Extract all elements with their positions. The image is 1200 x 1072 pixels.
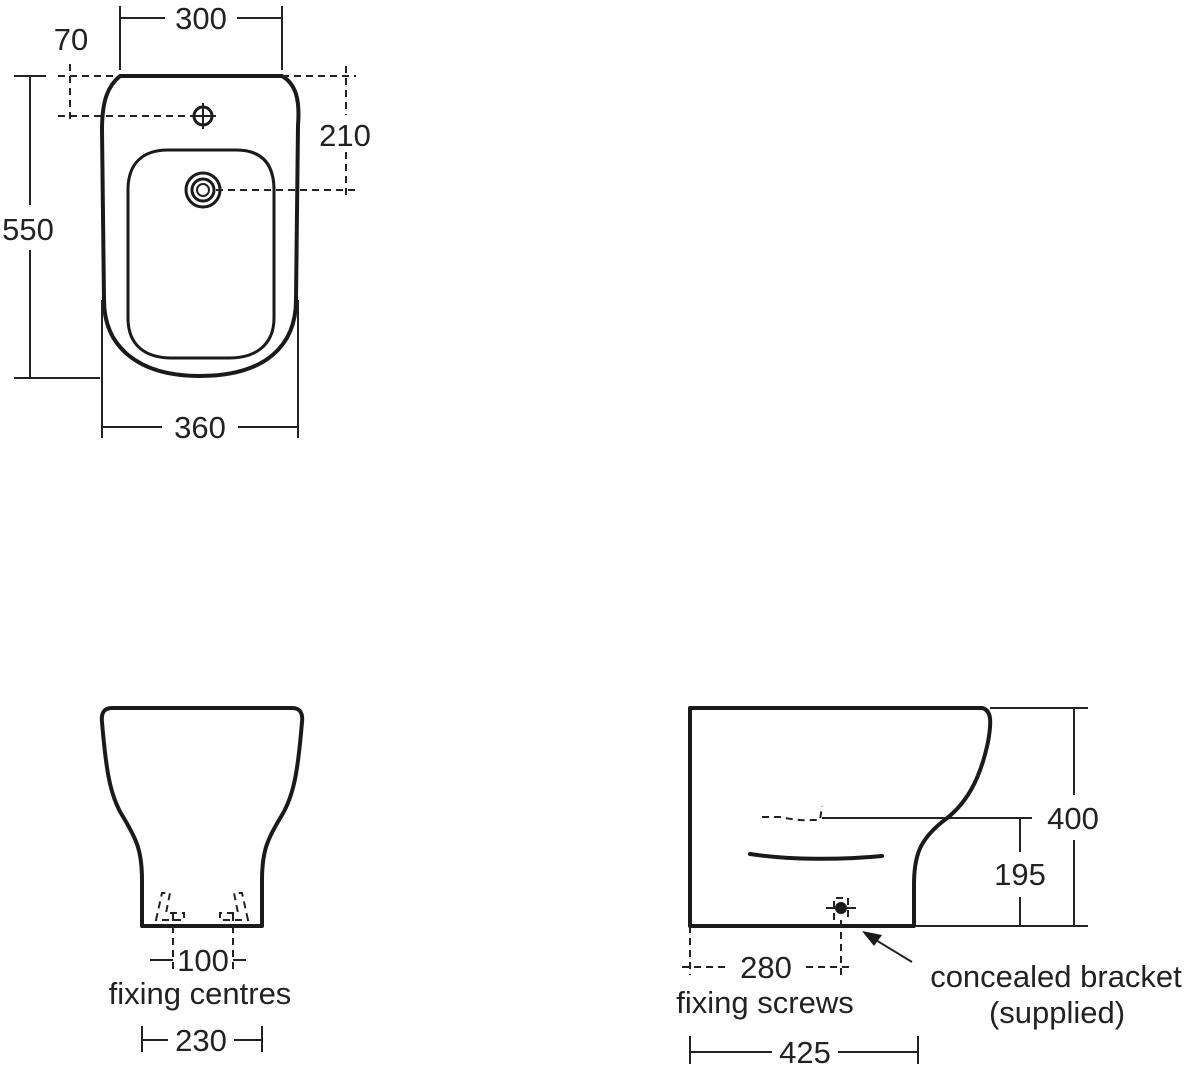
bidet-side-outline (688, 706, 993, 928)
dim-360-label: 360 (174, 410, 226, 445)
dim-70-label: 70 (54, 22, 88, 57)
bidet-front-outline (99, 706, 305, 928)
dim-550-label: 550 (2, 212, 54, 247)
dim-300-label: 300 (175, 1, 227, 36)
bracket-callout: concealed bracket (supplied) (862, 931, 1182, 1030)
dim-425-label: 425 (779, 1035, 831, 1070)
fixing-bracket-left (154, 892, 185, 921)
dim-70: 70 (54, 22, 192, 122)
waste-outlet (184, 171, 222, 209)
tap-hole (190, 103, 216, 129)
callout-arrowhead (862, 931, 882, 946)
bidet-plan-outline (100, 74, 301, 378)
overflow-slot (748, 852, 884, 861)
dim-230-label: 230 (175, 1023, 227, 1058)
fixing-bracket-right (219, 892, 250, 921)
dim-280-label: 280 (740, 950, 792, 985)
internal-pipe (762, 805, 823, 822)
dim-100: 100 fixing centres (109, 914, 292, 1011)
concealed-bracket-label: concealed bracket (930, 959, 1182, 994)
fixing-screws-label: fixing screws (676, 985, 853, 1020)
supplied-label: (supplied) (989, 995, 1125, 1030)
dim-195: 195 (822, 817, 1046, 926)
dim-230: 230 (141, 1023, 263, 1058)
dim-550: 550 (2, 75, 100, 379)
dim-100-label: 100 (177, 943, 229, 978)
dim-400: 400 (916, 707, 1099, 927)
side-view: 400 195 280 fixing screws 425 (676, 706, 1182, 1070)
dim-400-label: 400 (1047, 801, 1099, 836)
dim-360: 360 (101, 300, 299, 445)
dim-210: 210 (216, 66, 371, 200)
front-view: 100 fixing centres 230 (99, 706, 305, 1058)
dim-425: 425 (689, 1035, 919, 1070)
dim-195-label: 195 (994, 857, 1046, 892)
bidet-bowl-outline (126, 148, 276, 360)
fixing-centres-label: fixing centres (109, 976, 292, 1011)
concealed-bracket (826, 897, 856, 920)
top-view: 300 70 210 550 (2, 1, 371, 445)
dim-210-label: 210 (319, 118, 371, 153)
dim-280: 280 fixing screws (676, 920, 854, 1020)
dim-300: 300 (119, 1, 283, 70)
